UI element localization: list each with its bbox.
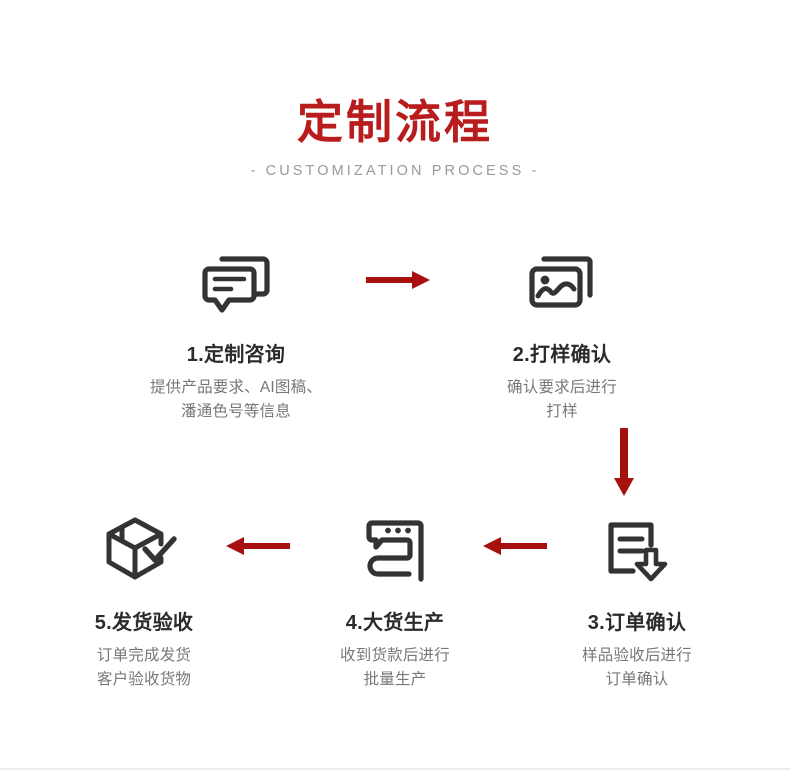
step-3-description: 样品验收后进行 订单确认 — [512, 644, 762, 691]
step-1-title: 1.定制咨询 — [186, 344, 286, 366]
step-1-description: 提供产品要求、AI图稿、 潘通色号等信息 — [111, 376, 361, 423]
step-2-description: 确认要求后进行 打样 — [437, 376, 687, 423]
step-3-desc-line-2: 订单确认 — [605, 670, 669, 688]
step-5-desc-line-2: 客户验收货物 — [96, 670, 192, 688]
step-2-desc-line-1: 确认要求后进行 — [507, 379, 617, 396]
step-4-title: 4.大货生产 — [345, 612, 445, 634]
sewing-machine-icon — [270, 512, 520, 590]
arrow-step2-to-step3-down-icon — [612, 428, 636, 501]
step-1-customization-consultation: 1.定制咨询 提供产品要求、AI图稿、 潘通色号等信息 — [111, 244, 361, 423]
bottom-divider — [0, 768, 790, 770]
step-4-desc-line-1: 收到货款后进行 — [340, 647, 450, 664]
package-check-icon — [19, 512, 269, 590]
step-5-title: 5.发货验收 — [94, 612, 194, 634]
step-3-order-confirmation: 3.订单确认 样品验收后进行 订单确认 — [512, 512, 762, 691]
chat-bubbles-icon — [111, 244, 361, 322]
document-download-icon — [512, 512, 762, 590]
step-4-bulk-production: 4.大货生产 收到货款后进行 批量生产 — [270, 512, 520, 691]
step-5-shipment-acceptance: 5.发货验收 订单完成发货 客户验收货物 — [19, 512, 269, 691]
step-5-description: 订单完成发货 客户验收货物 — [19, 644, 269, 691]
photo-stack-icon — [437, 244, 687, 322]
step-1-desc-line-2: 潘通色号等信息 — [181, 402, 291, 420]
step-4-description: 收到货款后进行 批量生产 — [270, 644, 520, 691]
step-5-desc-line-1: 订单完成发货 — [96, 647, 192, 664]
step-3-title: 3.订单确认 — [587, 612, 687, 634]
step-2-sample-confirmation: 2.打样确认 确认要求后进行 打样 — [437, 244, 687, 423]
page-subtitle: - CUSTOMIZATION PROCESS - — [250, 162, 540, 179]
header: 定制流程 - CUSTOMIZATION PROCESS - — [0, 96, 790, 179]
page-title: 定制流程 — [297, 96, 493, 148]
step-2-title: 2.打样确认 — [512, 344, 612, 366]
arrow-step3-to-step4-left-icon — [483, 534, 547, 563]
step-3-desc-line-1: 样品验收后进行 — [582, 647, 692, 664]
arrow-step4-to-step5-left-icon — [226, 534, 290, 563]
step-1-desc-line-1: 提供产品要求、AI图稿、 — [149, 379, 323, 396]
step-4-desc-line-2: 批量生产 — [363, 670, 427, 688]
arrow-step1-to-step2-right-icon — [366, 268, 430, 297]
step-2-desc-line-2: 打样 — [546, 402, 578, 420]
